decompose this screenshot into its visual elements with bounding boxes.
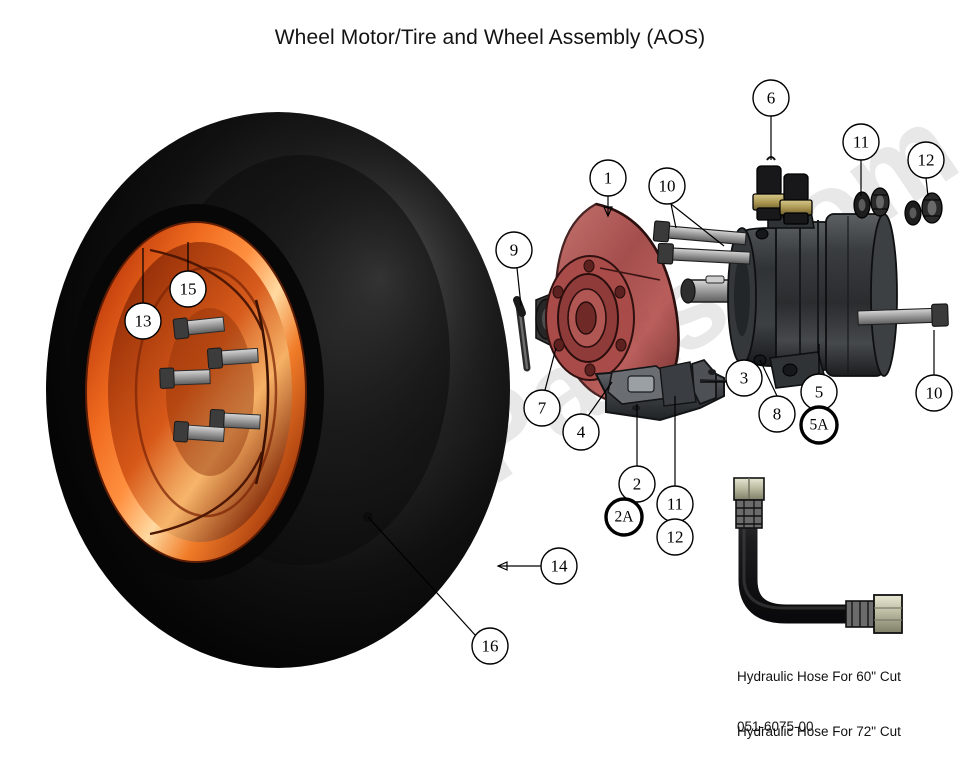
callout-8[interactable]: 8	[758, 395, 796, 433]
callout-label: 2	[633, 475, 642, 494]
callout-label: 11	[853, 133, 869, 152]
callout-label: 10	[926, 384, 943, 403]
callout-12-upper[interactable]: 12	[907, 141, 945, 179]
flat-washer	[904, 200, 922, 226]
hose-60-description: Hydraulic Hose For 60" Cut	[737, 669, 901, 684]
bolt-lower-right	[857, 303, 949, 327]
fitting-left	[752, 156, 786, 221]
callout-9[interactable]: 9	[495, 231, 533, 269]
hose-fitting-top	[733, 477, 765, 529]
callout-4[interactable]: 4	[562, 413, 600, 451]
callout-label: 4	[577, 423, 586, 442]
callout-label: 6	[767, 89, 776, 108]
hose-fitting-end	[845, 594, 903, 634]
fitting-right	[779, 173, 813, 225]
callout-label: 11	[667, 495, 683, 514]
callout-label: 5A	[810, 417, 830, 434]
callout-label: 8	[773, 405, 782, 424]
callout-label: 1	[604, 169, 613, 188]
callout-label: 2A	[615, 509, 635, 526]
callout-label: 15	[180, 280, 197, 299]
callout-label: 14	[551, 557, 569, 576]
callout-13[interactable]: 13	[124, 302, 162, 340]
callout-label: 12	[667, 528, 684, 547]
callout-5a[interactable]: 5A	[799, 405, 839, 445]
wheel-hub-housing	[545, 202, 680, 406]
callout-11-upper[interactable]: 11	[842, 123, 880, 161]
callout-label: 3	[740, 369, 749, 388]
lock-washer-2	[870, 187, 890, 217]
callout-2a[interactable]: 2A	[604, 497, 644, 537]
callout-10-lower[interactable]: 10	[915, 374, 953, 412]
callout-label: 5	[815, 383, 824, 402]
hose-caption-60: Hydraulic Hose For 60" Cut 051-6075-00	[737, 636, 901, 757]
hose-60-part-number: 051-6075-00	[737, 718, 814, 734]
washers-and-nuts	[853, 187, 943, 226]
callout-16[interactable]: 16	[471, 627, 509, 665]
callout-3[interactable]: 3	[725, 359, 763, 397]
callout-label: 9	[510, 241, 519, 260]
motor-mount-bolts	[652, 220, 949, 327]
hose-caption-72: Hydraulic Hose For 72" Cut 051-6085-00	[737, 691, 901, 757]
callout-label: 12	[918, 151, 935, 170]
callout-11-lower[interactable]: 11	[656, 485, 694, 523]
callout-7[interactable]: 7	[523, 389, 561, 427]
hydraulic-port-fittings	[752, 156, 813, 225]
callout-label: 10	[659, 177, 676, 196]
hex-nut	[921, 192, 943, 224]
hose-72-description: Hydraulic Hose For 72" Cut	[737, 724, 901, 739]
callout-10-upper[interactable]: 10	[648, 167, 686, 205]
callout-15[interactable]: 15	[169, 270, 207, 308]
callout-bubbles: 1 2 2A 3 4 5 5	[124, 79, 953, 665]
hydraulic-hose	[733, 477, 903, 634]
bolt-mid	[657, 242, 751, 265]
shaft-key-pin	[513, 296, 531, 372]
callout-label: 13	[135, 312, 152, 331]
callout-label: 16	[482, 637, 499, 656]
callout-14[interactable]: 14	[540, 547, 578, 585]
bolt-upper	[652, 220, 747, 246]
callout-label: 7	[538, 399, 547, 418]
callout-5[interactable]: 5	[800, 373, 838, 411]
lug-bolts	[159, 316, 261, 443]
callout-2[interactable]: 2	[618, 465, 656, 503]
callout-1[interactable]: 1	[589, 159, 627, 197]
page-title: Wheel Motor/Tire and Wheel Assembly (AOS…	[274, 26, 706, 49]
callout-6[interactable]: 6	[752, 79, 790, 117]
lock-washer-1	[853, 191, 871, 219]
callout-12-lower[interactable]: 12	[656, 518, 694, 556]
